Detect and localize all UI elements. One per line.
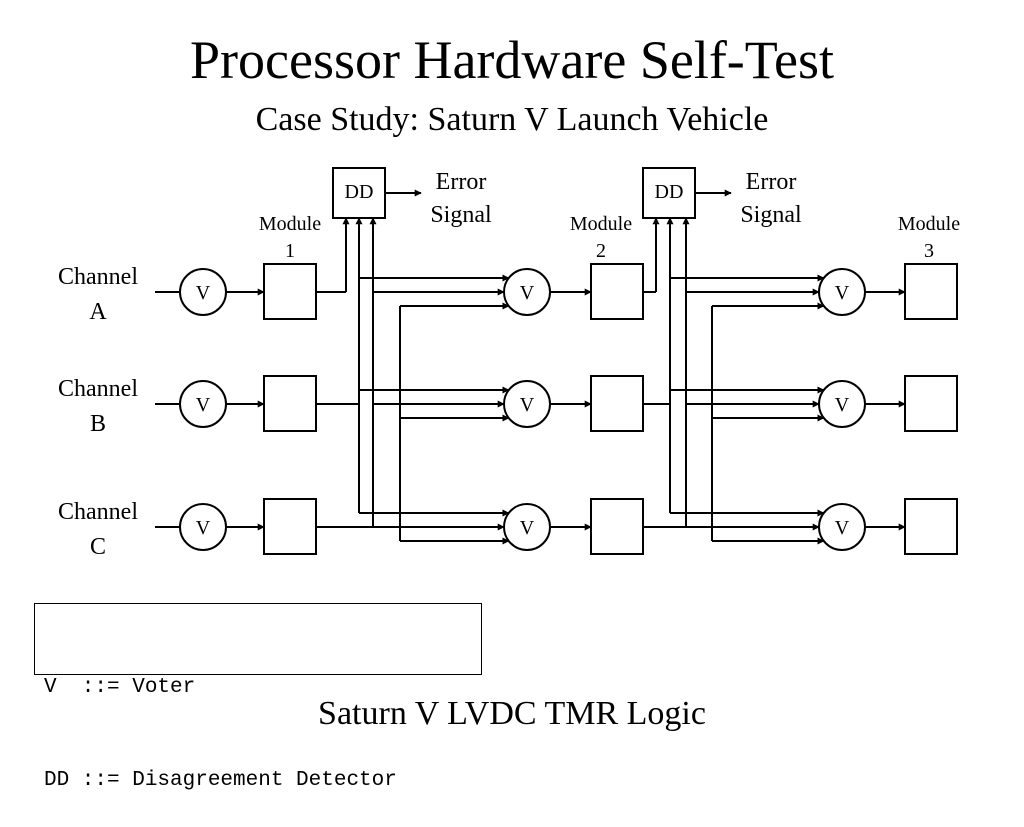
voter-2-c: V <box>503 503 551 551</box>
error-signal-label-line1: Error <box>746 169 797 195</box>
voter-circle <box>818 268 866 316</box>
voter-circle <box>179 380 227 428</box>
detector-box <box>332 167 386 219</box>
module-box-1-b <box>263 375 317 432</box>
error-signal-label-line2: Signal <box>740 202 802 228</box>
slide-title: Processor Hardware Self-Test <box>190 30 834 90</box>
voter-1-a: V <box>179 268 227 316</box>
voter-label: V <box>196 517 211 539</box>
module-box-3-c <box>904 498 958 555</box>
module-box-2-a <box>590 263 644 320</box>
voter-circle <box>179 268 227 316</box>
module-box-2-c <box>590 498 644 555</box>
error-signal-label-line1: Error <box>436 169 487 195</box>
voter-circle <box>503 503 551 551</box>
legend-voter: V ::= Voter <box>44 676 196 699</box>
module-label-1-line1: Module <box>259 213 321 235</box>
detector-label: DD <box>655 181 684 203</box>
detector-label: DD <box>345 181 374 203</box>
module-label-2-line2: 2 <box>596 240 606 262</box>
module-box-1-a <box>263 263 317 320</box>
voter-label: V <box>835 517 850 539</box>
error-signal-label-line2: Signal <box>430 202 492 228</box>
voter-label: V <box>520 282 535 304</box>
voter-3-c: V <box>818 503 866 551</box>
diagram-caption: Saturn V LVDC TMR Logic <box>318 695 706 732</box>
module-box-2-b <box>590 375 644 432</box>
legend-detector: DD ::= Disagreement Detector <box>44 769 397 792</box>
voter-2-b: V <box>503 380 551 428</box>
voter-label: V <box>196 394 211 416</box>
channel-label-a-line2: A <box>89 299 107 325</box>
voter-3-a: V <box>818 268 866 316</box>
voter-1-c: V <box>179 503 227 551</box>
module-label-3-line1: Module <box>898 213 960 235</box>
voter-circle <box>179 503 227 551</box>
module-label-1-line2: 1 <box>285 240 295 262</box>
channel-label-b-line2: B <box>90 411 106 437</box>
voter-2-a: V <box>503 268 551 316</box>
channel-label-a-line1: Channel <box>58 264 138 290</box>
legend-box: V ::= Voter DD ::= Disagreement Detector <box>34 603 482 792</box>
voter-circle <box>503 268 551 316</box>
module-box-1-c <box>263 498 317 555</box>
voter-1-b: V <box>179 380 227 428</box>
channel-label-c-line2: C <box>90 534 106 560</box>
voter-label: V <box>520 517 535 539</box>
module-box-3-b <box>904 375 958 432</box>
voter-circle <box>503 380 551 428</box>
module-label-2-line1: Module <box>570 213 632 235</box>
slide-subtitle: Case Study: Saturn V Launch Vehicle <box>255 101 769 138</box>
voter-circle <box>818 380 866 428</box>
voter-3-b: V <box>818 380 866 428</box>
channel-label-c-line1: Channel <box>58 499 138 525</box>
voter-label: V <box>835 282 850 304</box>
module-label-3-line2: 3 <box>924 240 934 262</box>
voter-circle <box>818 503 866 551</box>
voter-label: V <box>520 394 535 416</box>
voter-label: V <box>835 394 850 416</box>
module-box-3-a <box>904 263 958 320</box>
channel-label-b-line1: Channel <box>58 376 138 402</box>
voter-label: V <box>196 282 211 304</box>
detector-box <box>642 167 696 219</box>
